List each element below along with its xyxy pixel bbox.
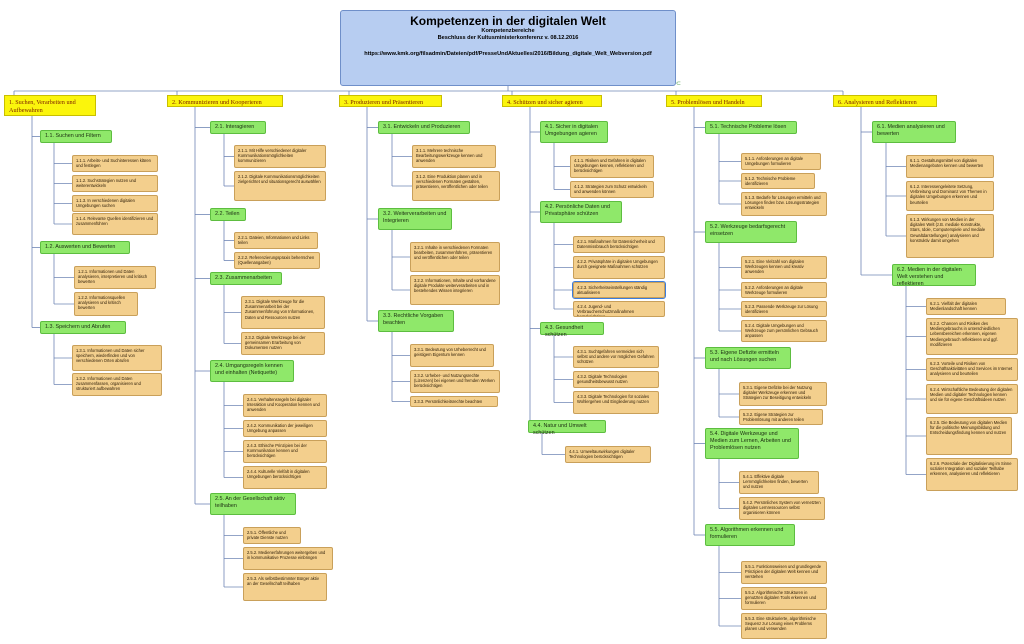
leaf-4-2-4[interactable]: 4.2.4. Jugend- und Verbraucherschutzmaßn…	[573, 301, 665, 317]
category-4[interactable]: 4. Schützen und sicher agieren	[502, 95, 602, 107]
subcategory-6-2[interactable]: 6.2. Medien in der digitalen Welt verste…	[892, 264, 976, 287]
subcategory-1-1[interactable]: 1.1. Suchen und Filtern	[40, 130, 112, 143]
leaf-6-1-3[interactable]: 6.1.3. Wirkungen von Medien in der digit…	[906, 214, 994, 258]
leaf-5-3-2[interactable]: 5.3.2. Eigene Strategien zur Problemlösu…	[739, 409, 823, 425]
subcategory-1-3[interactable]: 1.3. Speichern und Abrufen	[40, 321, 126, 334]
leaf-3-3-3[interactable]: 3.3.3. Persönlichkeitsrechte beachten	[410, 396, 498, 407]
leaf-6-1-1[interactable]: 6.1.1. Gestaltungsmittel von digitalen M…	[906, 155, 994, 178]
subcategory-2-2[interactable]: 2.2. Teilen	[210, 208, 246, 221]
leaf-4-3-2[interactable]: 4.3.2. Digitale Technologien gesundheits…	[573, 371, 659, 388]
subcategory-5-5[interactable]: 5.5. Algorithmen erkennen und formuliere…	[705, 524, 795, 546]
leaf-5-1-1[interactable]: 5.1.1. Anforderungen an digitale Umgebun…	[741, 153, 821, 170]
leaf-2-2-1[interactable]: 2.2.1. Dateien, Informationen und Links …	[234, 232, 318, 249]
leaf-3-2-2[interactable]: 3.2.2. Informationen, Inhalte und vorhan…	[410, 275, 500, 305]
leaf-2-4-1[interactable]: 2.4.1. Verhaltensregeln bei digitaler In…	[243, 394, 327, 417]
subcategory-2-1[interactable]: 2.1. Interagieren	[210, 121, 266, 134]
leaf-2-3-2[interactable]: 2.3.2. Digitale Werkzeuge bei der gemein…	[241, 332, 325, 355]
leaf-4-1-2[interactable]: 4.1.2. Strategien zum Schutz entwickeln …	[570, 181, 654, 198]
leaf-3-3-1[interactable]: 3.3.1. Bedeutung von Urheberrecht und ge…	[410, 344, 494, 367]
leaf-3-1-1[interactable]: 3.1.1. Mehrere technische Bearbeitungswe…	[412, 145, 496, 168]
root-title: Kompetenzen in der digitalen Welt	[410, 14, 606, 28]
leaf-1-1-3[interactable]: 1.1.3. In verschiedenen digitalen Umgebu…	[72, 195, 158, 212]
leaf-4-1-1[interactable]: 4.1.1. Risiken und Gefahren in digitalen…	[570, 155, 654, 178]
subcategory-5-4[interactable]: 5.4. Digitale Werkzeuge und Medien zum L…	[705, 428, 799, 459]
leaf-2-5-3[interactable]: 2.5.3. Als selbstbestimmter Bürger aktiv…	[243, 573, 327, 601]
leaf-4-2-1[interactable]: 4.2.1. Maßnahmen für Datensicherheit und…	[573, 236, 665, 253]
subcategory-5-2[interactable]: 5.2. Werkzeuge bedarfsgerecht einsetzen	[705, 221, 797, 243]
subcategory-3-2[interactable]: 3.2. Weiterverarbeiten und Integrieren	[378, 208, 452, 230]
leaf-5-5-2[interactable]: 5.5.2. Algorithmische Strukturen in genu…	[741, 587, 827, 610]
leaf-6-1-2[interactable]: 6.1.2. Interessengeleitete Setzung, Verb…	[906, 181, 994, 211]
leaf-2-1-1[interactable]: 2.1.1. Mit Hilfe verschiedener digitaler…	[234, 145, 326, 168]
leaf-6-2-4[interactable]: 6.2.4. Wirtschaftliche Bedeutung der dig…	[926, 384, 1018, 414]
subcategory-5-3[interactable]: 5.3. Eigene Defizite ermitteln und nach …	[705, 347, 791, 369]
leaf-1-3-1[interactable]: 1.3.1. Informationen und Daten sicher sp…	[72, 345, 162, 371]
leaf-5-3-1[interactable]: 5.3.1. Eigene Defizite bei der Nutzung d…	[739, 382, 827, 406]
subcategory-2-3[interactable]: 2.3. Zusammenarbeiten	[210, 272, 282, 285]
category-5[interactable]: 5. Problemlösen und Handeln	[666, 95, 762, 107]
leaf-4-3-1[interactable]: 4.3.1. Suchtgefahren vermeiden sich selb…	[573, 346, 659, 368]
subcategory-4-2[interactable]: 4.2. Persönliche Daten und Privatsphäre …	[540, 201, 622, 223]
leaf-1-2-2[interactable]: 1.2.2. Informationsquellen analysieren u…	[74, 292, 138, 316]
leaf-2-5-1[interactable]: 2.5.1. Öffentliche und private Dienste n…	[243, 527, 301, 544]
leaf-3-1-2[interactable]: 3.1.2. Eine Produktion planen und in ver…	[412, 171, 500, 201]
root-decision: Beschluss der Kultusministerkonferenz v.…	[437, 35, 579, 41]
leaf-1-2-1[interactable]: 1.2.1. Informationen und Daten analysier…	[74, 266, 156, 289]
subcategory-4-1[interactable]: 4.1. Sicher in digitalen Umgebungen agie…	[540, 121, 608, 143]
leaf-5-4-2[interactable]: 5.4.2. Persönliches System von vernetzte…	[739, 497, 825, 520]
leaf-4-2-3[interactable]: 4.2.3. Sicherheitseinstellungen ständig …	[572, 281, 666, 299]
leaf-2-5-2[interactable]: 2.5.2. Medienerfahrungen weitergeben und…	[243, 547, 333, 570]
leaf-5-5-1[interactable]: 5.5.1. Funktionsweisen und grundlegende …	[741, 561, 827, 584]
subcategory-3-3[interactable]: 3.3. Rechtliche Vorgaben beachten	[378, 310, 454, 332]
subcategory-3-1[interactable]: 3.1. Entwickeln und Produzieren	[378, 121, 470, 134]
leaf-2-1-2[interactable]: 2.1.2. Digitale Kommunikationsmöglichkei…	[234, 171, 326, 201]
category-1[interactable]: 1. Suchen, Verarbeiten und Aufbewahren	[4, 95, 96, 116]
leaf-6-2-3[interactable]: 6.2.3. Vorteile und Risiken von Geschäft…	[926, 358, 1018, 381]
link-mark-icon: ⊂	[676, 81, 682, 87]
leaf-2-4-3[interactable]: 2.4.3. Ethische Prinzipien bei der Kommu…	[243, 440, 327, 463]
leaf-5-5-3[interactable]: 5.5.3. Eine strukturierte, algorithmisch…	[741, 613, 827, 639]
root-url[interactable]: https://www.kmk.org/filsadmin/Dateien/pd…	[364, 51, 652, 57]
leaf-6-2-1[interactable]: 6.2.1. Vielfalt der digitalen Medienland…	[926, 298, 1006, 315]
leaf-6-2-2[interactable]: 6.2.2. Chancen und Risiken des Mediengeb…	[926, 318, 1018, 355]
leaf-2-4-4[interactable]: 2.4.4. Kulturelle Vielfalt in digitalen …	[243, 466, 327, 489]
subcategory-4-4[interactable]: 4.4. Natur und Umwelt schützen	[528, 420, 606, 436]
subcategory-2-5[interactable]: 2.5. An der Gesellschaft aktiv teilhaben	[210, 493, 296, 515]
leaf-3-2-1[interactable]: 3.2.1. Inhalte in verschiedenen Formaten…	[410, 242, 500, 272]
subcategory-5-1[interactable]: 5.1. Technische Probleme lösen	[705, 121, 797, 134]
subcategory-2-4[interactable]: 2.4. Umgangsregeln kennen und einhalten …	[210, 360, 294, 382]
leaf-4-4-1[interactable]: 4.4.1. Umweltauswirkungen digitaler Tech…	[565, 446, 651, 463]
leaf-1-1-4[interactable]: 1.1.4. Relevante Quellen identifizieren …	[72, 213, 158, 235]
leaf-6-2-5[interactable]: 6.2.5. Die Bedeutung von digitalen Medie…	[926, 417, 1012, 455]
leaf-5-1-2[interactable]: 5.1.2. Technische Probleme identifiziere…	[741, 173, 815, 189]
leaf-2-4-2[interactable]: 2.4.2. Kommunikation der jeweiligen Umge…	[243, 420, 327, 437]
leaf-4-3-3[interactable]: 4.3.3. Digitale Technologien für soziale…	[573, 391, 659, 414]
leaf-2-2-2[interactable]: 2.2.2. Referenzierungspraxis beherrschen…	[234, 252, 320, 269]
category-6[interactable]: 6. Analysieren und Reflektieren	[833, 95, 937, 107]
leaf-1-1-1[interactable]: 1.1.1. Arbeits- und Suchinteressen kläre…	[72, 155, 158, 172]
subcategory-1-2[interactable]: 1.2. Auswerten und Bewerten	[40, 241, 130, 254]
leaf-5-1-3[interactable]: 5.1.3. Bedarfe für Lösungen ermitteln un…	[741, 192, 827, 216]
leaf-1-1-2[interactable]: 1.1.2. Suchstrategien nutzen und weitere…	[72, 175, 158, 192]
root-node[interactable]: Kompetenzen in der digitalen Welt Kompet…	[340, 10, 676, 86]
leaf-5-2-3[interactable]: 5.2.3. Passende Werkzeuge zur Lösung ide…	[741, 301, 827, 317]
leaf-5-2-4[interactable]: 5.2.4. Digitale Umgebungen und Werkzeuge…	[741, 320, 827, 342]
subcategory-6-1[interactable]: 6.1. Medien analysieren und bewerten	[872, 121, 956, 143]
leaf-5-4-1[interactable]: 5.4.1. Effektive digitale Lernmöglichkei…	[739, 471, 819, 494]
leaf-5-2-1[interactable]: 5.2.1. Eine Vielzahl von digitalen Werkz…	[741, 256, 827, 279]
category-2[interactable]: 2. Kommunizieren und Kooperieren	[167, 95, 283, 107]
leaf-6-2-6[interactable]: 6.2.6. Potenziale der Digitalisierung im…	[926, 458, 1018, 491]
leaf-1-3-2[interactable]: 1.3.2. Informationen und Daten zusammenf…	[72, 373, 162, 396]
leaf-2-3-1[interactable]: 2.3.1. Digitale Werkzeuge für die Zusamm…	[241, 296, 325, 329]
category-3[interactable]: 3. Produzieren und Präsentieren	[339, 95, 442, 107]
leaf-3-3-2[interactable]: 3.3.2. Urheber- und Nutzungsrechte (Lize…	[410, 370, 500, 393]
leaf-5-2-2[interactable]: 5.2.2. Anforderungen an digitale Werkzeu…	[741, 282, 827, 298]
leaf-4-2-2[interactable]: 4.2.2. Privatsphäre in digitalen Umgebun…	[573, 256, 665, 279]
subcategory-4-3[interactable]: 4.3. Gesundheit schützen	[540, 322, 604, 338]
root-subtitle: Kompetenzbereiche	[481, 28, 535, 34]
